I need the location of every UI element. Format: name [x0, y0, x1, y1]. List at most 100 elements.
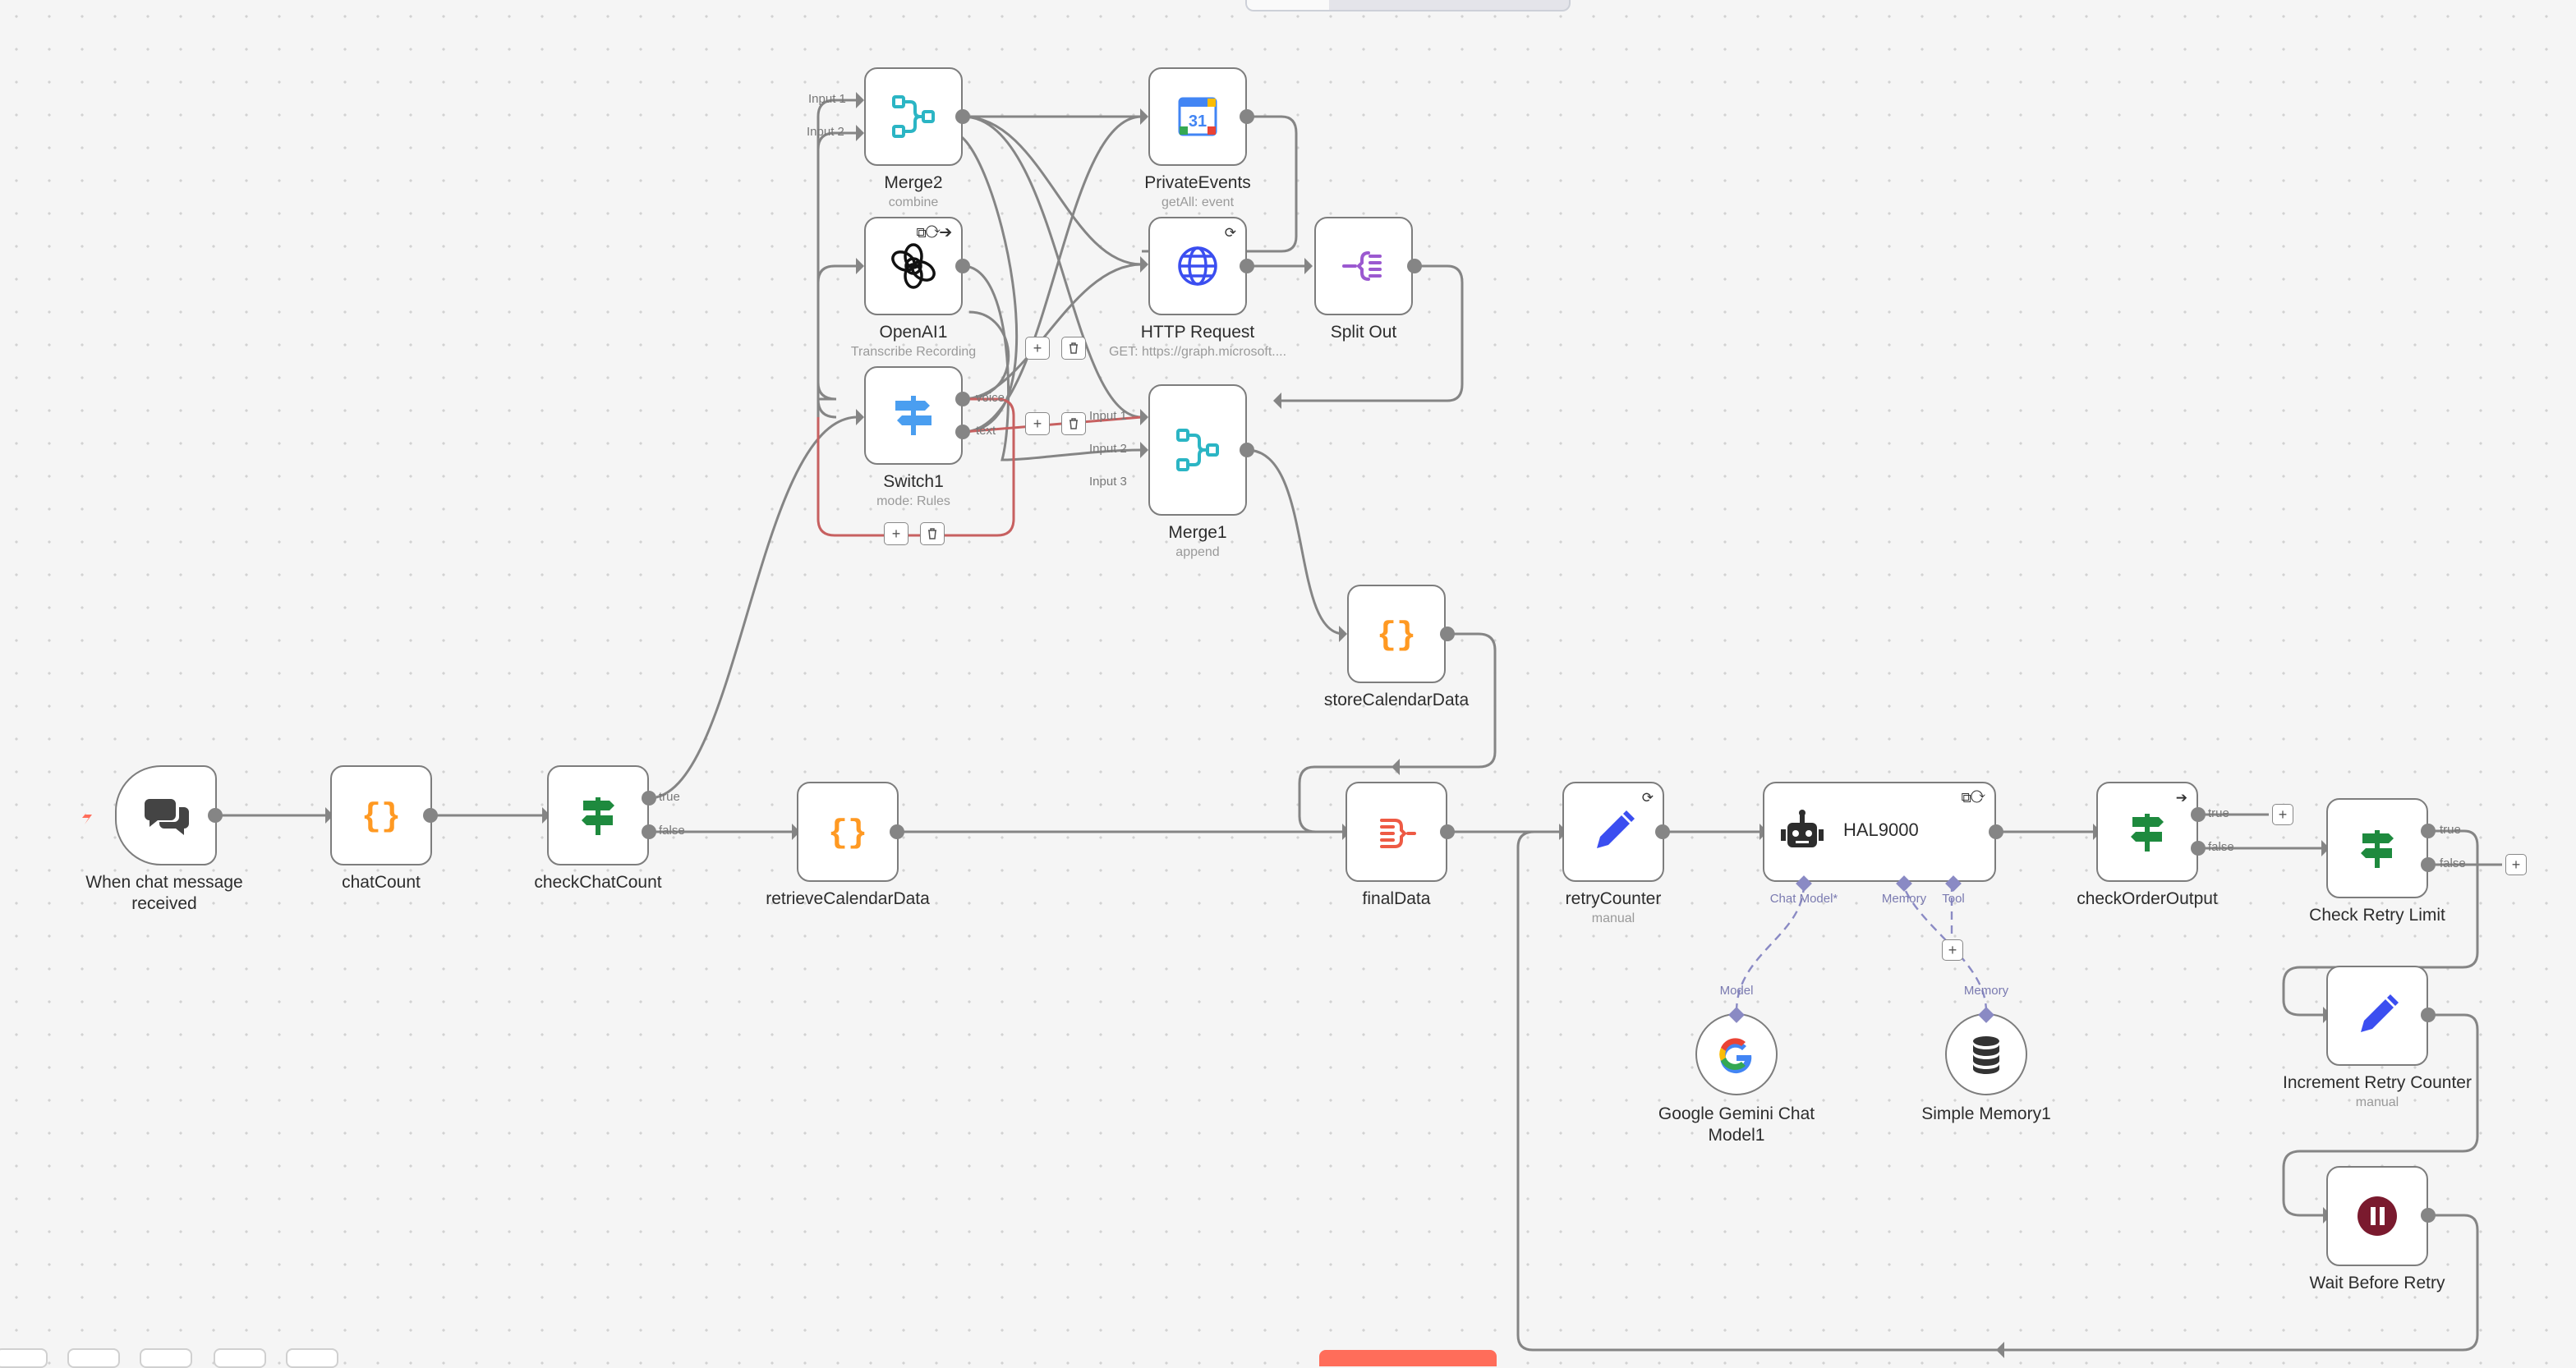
- add-node-true-button[interactable]: +: [2272, 804, 2293, 825]
- input-label-1: Input 1: [1089, 409, 1127, 423]
- node-label: HAL9000: [1843, 819, 1919, 840]
- sub-input-chat-model: Chat Model*: [1769, 892, 1838, 906]
- input-label-3: Input 3: [1089, 475, 1127, 489]
- delete-connection-button[interactable]: [920, 522, 945, 545]
- trash-icon: [1070, 342, 1078, 354]
- output-label-false: false: [2208, 840, 2234, 854]
- tidy-up-button[interactable]: [286, 1348, 338, 1368]
- add-node-false-button[interactable]: +: [2505, 854, 2527, 875]
- node-label: retryCounter: [1565, 889, 1662, 908]
- output-label-true: true: [2208, 806, 2229, 820]
- robot-icon: [1776, 806, 1828, 859]
- node-retrieve-calendar-data[interactable]: {}: [797, 782, 899, 882]
- reset-zoom-button[interactable]: [214, 1348, 266, 1368]
- trash-icon: [1070, 418, 1078, 429]
- sub-input-memory: Memory: [1881, 892, 1927, 906]
- node-subtitle: getAll: event: [1161, 195, 1235, 209]
- node-label: checkChatCount: [534, 873, 662, 892]
- trash-icon: [928, 528, 936, 539]
- aggregate-icon: [1370, 806, 1423, 858]
- node-label: Check Retry Limit: [2309, 906, 2445, 925]
- node-merge1[interactable]: [1148, 384, 1247, 516]
- signpost-icon: [2121, 806, 2174, 858]
- node-openai1[interactable]: ⧉⟳➔: [864, 217, 963, 315]
- node-label: Split Out: [1330, 323, 1397, 342]
- node-hal9000[interactable]: ⧉⟳ HAL9000: [1763, 782, 1996, 882]
- zoom-to-fit-button[interactable]: [0, 1348, 48, 1368]
- node-label: Switch1: [883, 472, 944, 491]
- node-label: Google Gemini Chat Model1: [1658, 1104, 1815, 1145]
- node-wait-before-retry[interactable]: [2326, 1166, 2428, 1266]
- input-label-1: Input 1: [808, 92, 846, 106]
- code-braces-icon: {}: [355, 789, 407, 842]
- svg-text:{}: {}: [828, 815, 867, 852]
- code-braces-icon: {}: [1370, 608, 1423, 660]
- sub-input-tool: Tool: [1942, 892, 1965, 906]
- node-label: finalData: [1362, 889, 1431, 908]
- node-final-data[interactable]: [1346, 782, 1447, 882]
- node-http-request[interactable]: ⟳: [1148, 217, 1247, 315]
- google-g-icon: [1710, 1028, 1763, 1081]
- node-private-events[interactable]: 31: [1148, 67, 1247, 166]
- port-label-memory: Memory: [1963, 984, 2009, 998]
- node-label: HTTP Request: [1140, 323, 1255, 342]
- node-label: retrieveCalendarData: [766, 889, 930, 908]
- add-node-button[interactable]: +: [1025, 337, 1050, 360]
- merge-icon: [887, 90, 940, 143]
- code-braces-icon: {}: [821, 806, 874, 858]
- node-simple-memory[interactable]: [1945, 1013, 2027, 1095]
- database-icon: [1960, 1028, 2012, 1081]
- agent-badge: ⧉⟳: [1961, 790, 1985, 806]
- pencil-icon: [1587, 806, 1640, 858]
- wire-merge2-merge1: [962, 115, 1143, 419]
- svg-text:{}: {}: [1377, 617, 1416, 654]
- wire-loop-merge2-1: [816, 99, 858, 419]
- wire-splitout-merge1: [1281, 264, 1464, 402]
- output-label-voice: voice: [976, 391, 1005, 405]
- node-retry-counter[interactable]: ⟳: [1562, 782, 1664, 882]
- node-merge2[interactable]: [864, 67, 963, 166]
- canvas-mode-toggle[interactable]: [1245, 0, 1571, 11]
- node-label: OpenAI1: [879, 323, 948, 342]
- calendar-day: 31: [1189, 112, 1207, 131]
- openai-icon: [887, 240, 940, 292]
- delete-connection-button[interactable]: [1061, 412, 1086, 435]
- node-chat-trigger[interactable]: [115, 765, 217, 865]
- node-label: PrivateEvents: [1144, 173, 1251, 192]
- node-check-order-output[interactable]: ➔: [2096, 782, 2198, 882]
- node-label: Wait Before Retry: [2309, 1274, 2445, 1292]
- zoom-in-button[interactable]: [67, 1348, 120, 1368]
- node-subtitle: manual: [2355, 1095, 2399, 1109]
- wire-loop-merge2-2: [816, 131, 858, 417]
- output-label-true: true: [2440, 823, 2461, 837]
- zoom-out-button[interactable]: [140, 1348, 192, 1368]
- retry-badge: ⟳: [1224, 225, 1236, 241]
- node-check-chat-count[interactable]: [547, 765, 649, 865]
- node-split-out[interactable]: [1314, 217, 1413, 315]
- node-gemini-chat-model[interactable]: [1695, 1013, 1778, 1095]
- agent-badge: ⧉⟳➔: [916, 225, 952, 241]
- test-workflow-button[interactable]: [1319, 1350, 1497, 1366]
- node-subtitle: GET: https://graph.microsoft....: [1108, 345, 1287, 359]
- wire-increment-wait: [2282, 1013, 2479, 1217]
- add-node-button[interactable]: +: [1025, 412, 1050, 435]
- output-label-text: text: [976, 424, 996, 438]
- node-switch1[interactable]: [864, 366, 963, 465]
- node-label: When chat message received: [85, 873, 243, 913]
- input-label-2: Input 2: [1089, 442, 1127, 456]
- node-increment-retry-counter[interactable]: [2326, 966, 2428, 1066]
- node-store-calendar-data[interactable]: {}: [1347, 585, 1446, 683]
- node-check-retry-limit[interactable]: [2326, 798, 2428, 898]
- node-label: Merge2: [884, 173, 943, 192]
- output-label-false: false: [2440, 856, 2466, 870]
- output-label-true: true: [659, 790, 680, 804]
- node-chat-count[interactable]: {}: [330, 765, 432, 865]
- add-node-button[interactable]: +: [884, 522, 908, 545]
- chat-bubbles-icon: [140, 789, 192, 842]
- node-subtitle: manual: [1591, 911, 1635, 925]
- wire-gemini-hal: [1735, 883, 1806, 1012]
- add-tool-button[interactable]: +: [1942, 939, 1963, 961]
- wire-openai-merge1: [962, 264, 1143, 461]
- delete-connection-button[interactable]: [1061, 337, 1086, 360]
